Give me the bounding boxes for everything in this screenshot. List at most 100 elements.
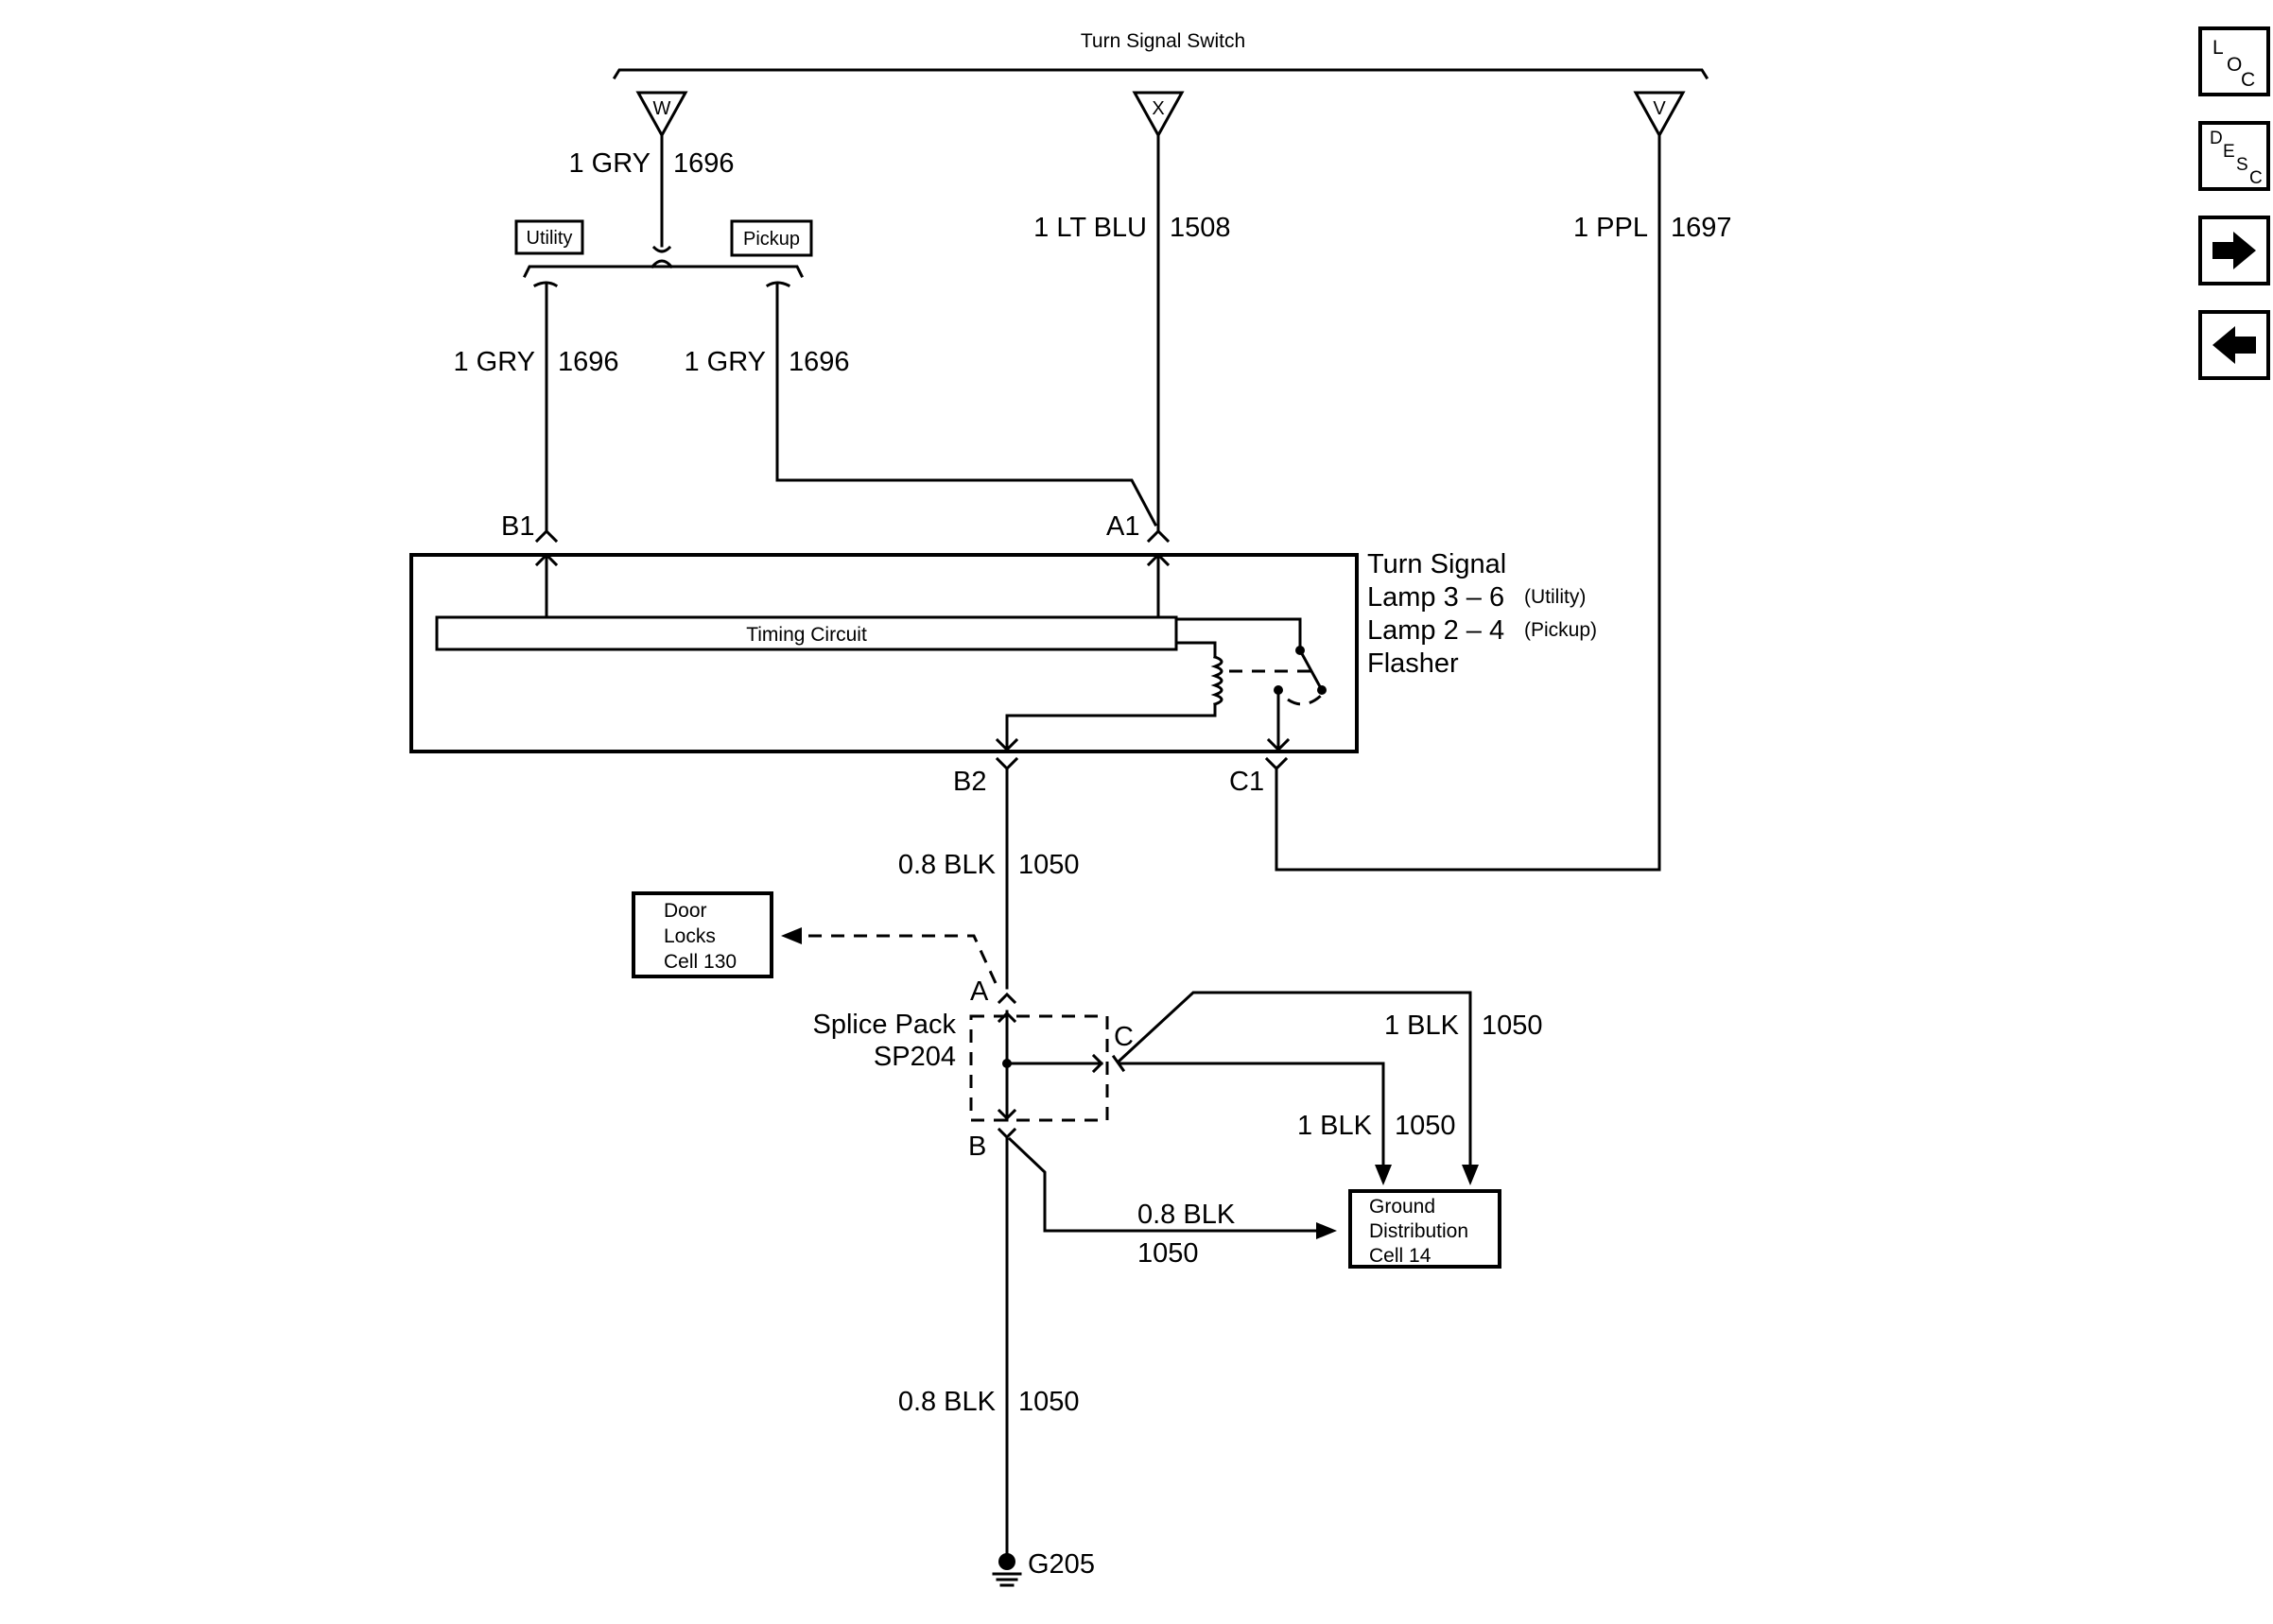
wire-utility-branch-color: 1 GRY xyxy=(453,347,535,377)
wire-c-upper-circuit: 1050 xyxy=(1482,1011,1543,1041)
flasher-arrow-b2 xyxy=(995,737,1019,752)
svg-text:Utility: Utility xyxy=(527,228,573,249)
desc-letter-s: S xyxy=(2236,155,2248,175)
switch-bracket xyxy=(612,68,1709,80)
wire-c-lower-arrow xyxy=(1375,1165,1392,1185)
wire-pickup-branch-color: 1 GRY xyxy=(684,347,766,377)
flasher-arrow-c1 xyxy=(1266,737,1291,752)
connector-b1 xyxy=(534,528,559,544)
wire-c-lower-color: 1 BLK xyxy=(1297,1111,1373,1141)
wire-c-upper-arrow xyxy=(1462,1165,1479,1185)
pin-c1-label: C1 xyxy=(1229,767,1264,797)
switch-pin-w: W xyxy=(635,91,688,139)
loc-letter-c: C xyxy=(2241,69,2255,91)
wire-ground-color: 0.8 BLK xyxy=(898,1387,997,1417)
flasher-box xyxy=(409,553,1359,753)
connector-c1 xyxy=(1264,756,1289,771)
flasher-arrow-b1 xyxy=(534,552,559,567)
wire-b-branch-arrow xyxy=(1316,1222,1337,1239)
pin-b2-label: B2 xyxy=(953,767,986,797)
ground-dist-line3: Cell 14 xyxy=(1369,1245,1431,1267)
splice-connector-a xyxy=(997,992,1017,1005)
wire-ground-circuit: 1050 xyxy=(1018,1387,1080,1417)
ground-distribution-box xyxy=(1348,1189,1501,1269)
svg-text:Flasher: Flasher xyxy=(1367,648,1459,679)
splice-arrow-a xyxy=(997,1011,1017,1024)
wire-v-top-circuit: 1697 xyxy=(1671,213,1732,243)
pin-b1-label: B1 xyxy=(501,511,534,542)
option-break-pickup xyxy=(765,281,791,288)
wire-pickup-branch xyxy=(775,284,1158,527)
wire-b-branch-circuit: 1050 xyxy=(1137,1238,1199,1269)
next-button[interactable] xyxy=(2198,216,2270,285)
contact-tip xyxy=(1317,685,1327,695)
contact-arc xyxy=(1287,693,1324,706)
wire-v-top-color: 1 PPL xyxy=(1573,213,1648,243)
wire-b2-circuit: 1050 xyxy=(1018,850,1080,880)
option-break-w xyxy=(651,245,672,253)
wire-x-top-circuit: 1508 xyxy=(1170,213,1231,243)
svg-text:(Utility): (Utility) xyxy=(1524,586,1586,608)
coil-lead-top xyxy=(1174,641,1217,659)
splice-pack-box xyxy=(969,1014,1109,1122)
switch-title: Turn Signal Switch xyxy=(1081,30,1245,52)
loc-letter-l: L xyxy=(2212,37,2224,59)
description-button[interactable]: D E S C xyxy=(2198,121,2270,191)
svg-text:Turn Signal: Turn Signal xyxy=(1367,549,1506,579)
ground-dist-line1: Ground xyxy=(1369,1196,1435,1218)
door-locks-link xyxy=(794,934,998,984)
timing-circuit-label: Timing Circuit xyxy=(746,624,867,646)
left-arrow-icon xyxy=(2212,326,2256,364)
svg-text:Lamp 2 – 4: Lamp 2 – 4 xyxy=(1367,615,1504,646)
wire-x-top-color: 1 LT BLU xyxy=(1033,213,1147,243)
splice-title-line1: Splice Pack xyxy=(812,1010,956,1040)
contact-feed xyxy=(1174,617,1302,649)
switch-contact xyxy=(1297,648,1325,693)
option-utility: Utility xyxy=(514,219,584,255)
wire-v xyxy=(1275,133,1661,872)
flasher-arrow-a1 xyxy=(1146,552,1171,567)
switch-pin-v: V xyxy=(1633,91,1686,139)
ground-dist-line2: Distribution xyxy=(1369,1220,1468,1242)
previous-button[interactable] xyxy=(2198,310,2270,380)
wire-b2-color: 0.8 BLK xyxy=(898,850,997,880)
svg-text:Lamp 3 – 6: Lamp 3 – 6 xyxy=(1367,582,1504,613)
svg-text:(Pickup): (Pickup) xyxy=(1524,619,1597,641)
splice-pin-a: A xyxy=(970,976,989,1007)
wire-c-lower xyxy=(1118,1062,1385,1174)
door-locks-arrow xyxy=(781,927,802,944)
wire-pickup-branch-circuit: 1696 xyxy=(789,347,850,377)
splice-pin-b: B xyxy=(968,1132,986,1162)
pin-a1-label: A1 xyxy=(1106,511,1139,542)
wire-c-lower-circuit: 1050 xyxy=(1395,1111,1456,1141)
wire-c-upper-color: 1 BLK xyxy=(1384,1011,1460,1041)
relay-coil xyxy=(1210,655,1223,706)
wire-w-top-color: 1 GRY xyxy=(568,148,651,179)
wire-c-upper xyxy=(1117,991,1472,1174)
option-bracket xyxy=(522,265,805,279)
wire-b-branch-color: 0.8 BLK xyxy=(1137,1200,1236,1230)
svg-text:X: X xyxy=(1152,98,1164,119)
svg-text:V: V xyxy=(1653,98,1666,119)
svg-text:Pickup: Pickup xyxy=(743,229,800,250)
door-locks-line3: Cell 130 xyxy=(664,951,737,973)
splice-arrow-c xyxy=(1091,1053,1104,1074)
option-break-utility xyxy=(532,281,559,288)
desc-letter-c: C xyxy=(2249,168,2263,188)
desc-letter-e: E xyxy=(2223,142,2235,162)
flasher-title: Turn Signal Lamp 3 – 6 (Utility) Lamp 2 … xyxy=(1367,549,1597,679)
wire-w-top-circuit: 1696 xyxy=(673,148,735,179)
splice-arrow-b xyxy=(997,1108,1017,1121)
splice-title-line2: SP204 xyxy=(874,1042,956,1072)
door-locks-line2: Locks xyxy=(664,925,716,947)
wire-utility-branch-circuit: 1696 xyxy=(558,347,619,377)
option-bracket-notch xyxy=(650,259,674,269)
door-locks-line1: Door xyxy=(664,900,707,922)
option-pickup: Pickup xyxy=(730,219,813,257)
wire-b-branch xyxy=(1007,1136,1326,1233)
connector-a1 xyxy=(1146,528,1171,544)
right-arrow-icon xyxy=(2212,232,2256,269)
location-button[interactable]: L O C xyxy=(2198,26,2270,96)
svg-text:W: W xyxy=(653,98,671,119)
